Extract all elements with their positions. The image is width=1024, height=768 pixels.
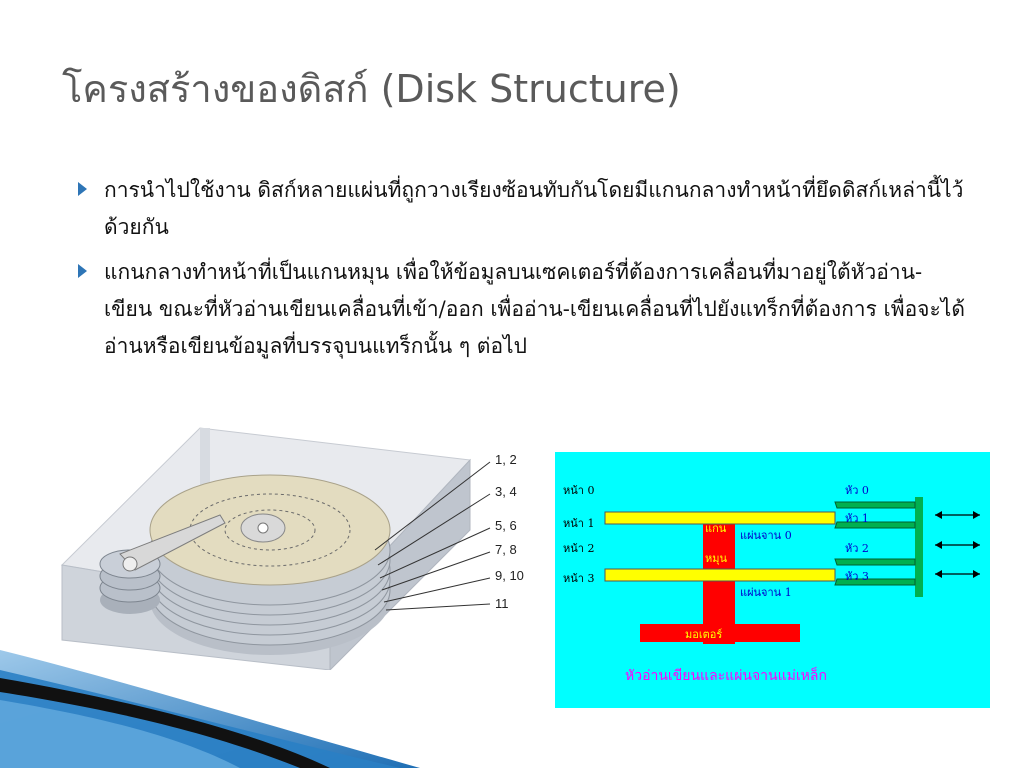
disk-label-7-8: 7, 8 — [495, 542, 517, 557]
head-3-label: หัว 3 — [845, 570, 869, 583]
motor-label: มอเตอร์ — [685, 628, 722, 641]
actuator-arm — [99, 514, 226, 614]
head-2-label: หัว 2 — [845, 542, 869, 555]
bullet-text: แกนกลางทำหน้าที่เป็นแกนหมุน เพื่อให้ข้อม… — [104, 260, 965, 358]
disk-label-9-10: 9, 10 — [495, 568, 524, 583]
disk-label-5-6: 5, 6 — [495, 518, 517, 533]
motor-base — [640, 624, 800, 642]
bullet-arrow-icon — [78, 264, 87, 278]
bullet-item: แกนกลางทำหน้าที่เป็นแกนหมุน เพื่อให้ข้อม… — [78, 254, 968, 365]
bullet-arrow-icon — [78, 182, 87, 196]
head-1-label: หัว 1 — [845, 512, 869, 525]
face-3-label: หน้า 3 — [563, 572, 594, 585]
platter-0 — [604, 511, 836, 525]
disk-label-1-2: 1, 2 — [495, 452, 517, 467]
disk-label-11: 11 — [495, 596, 509, 611]
motion-arrows — [935, 514, 980, 575]
platter-1 — [604, 568, 836, 582]
diagram-caption: หัวอ่านเขียนและแผ่นจานแม่เหล็ก — [625, 666, 827, 684]
platter-1-label: แผ่นจาน 1 — [740, 586, 792, 599]
arm-bar — [915, 497, 923, 597]
read-write-head-diagram: หน้า 0 หน้า 1 หน้า 2 หน้า 3 หัว 0 หัว 1 … — [555, 452, 990, 708]
spindle-label-line1: แกน — [705, 522, 727, 535]
face-2-label: หน้า 2 — [563, 542, 594, 555]
platter-0-label: แผ่นจาน 0 — [740, 529, 792, 542]
head-arms — [834, 501, 916, 586]
face-0-label: หน้า 0 — [563, 484, 594, 497]
corner-swoosh-decoration — [0, 650, 420, 768]
face-1-label: หน้า 1 — [563, 517, 594, 530]
bullet-list: การนำไปใช้งาน ดิสก์หลายแผ่นที่ถูกวางเรีย… — [78, 172, 968, 373]
hard-disk-illustration: 1, 2 3, 4 5, 6 7, 8 9, 10 11 — [60, 427, 524, 670]
head-0-label: หัว 0 — [845, 484, 869, 497]
disk-label-3-4: 3, 4 — [495, 484, 517, 499]
slide-title: โครงสร้างของดิสก์ (Disk Structure) — [62, 67, 681, 111]
platter-stack — [149, 474, 391, 655]
bullet-item: การนำไปใช้งาน ดิสก์หลายแผ่นที่ถูกวางเรีย… — [78, 172, 968, 246]
bullet-text: การนำไปใช้งาน ดิสก์หลายแผ่นที่ถูกวางเรีย… — [104, 178, 964, 239]
spindle-label-line2: หมุน — [705, 552, 728, 565]
label-leader-lines — [374, 461, 491, 611]
